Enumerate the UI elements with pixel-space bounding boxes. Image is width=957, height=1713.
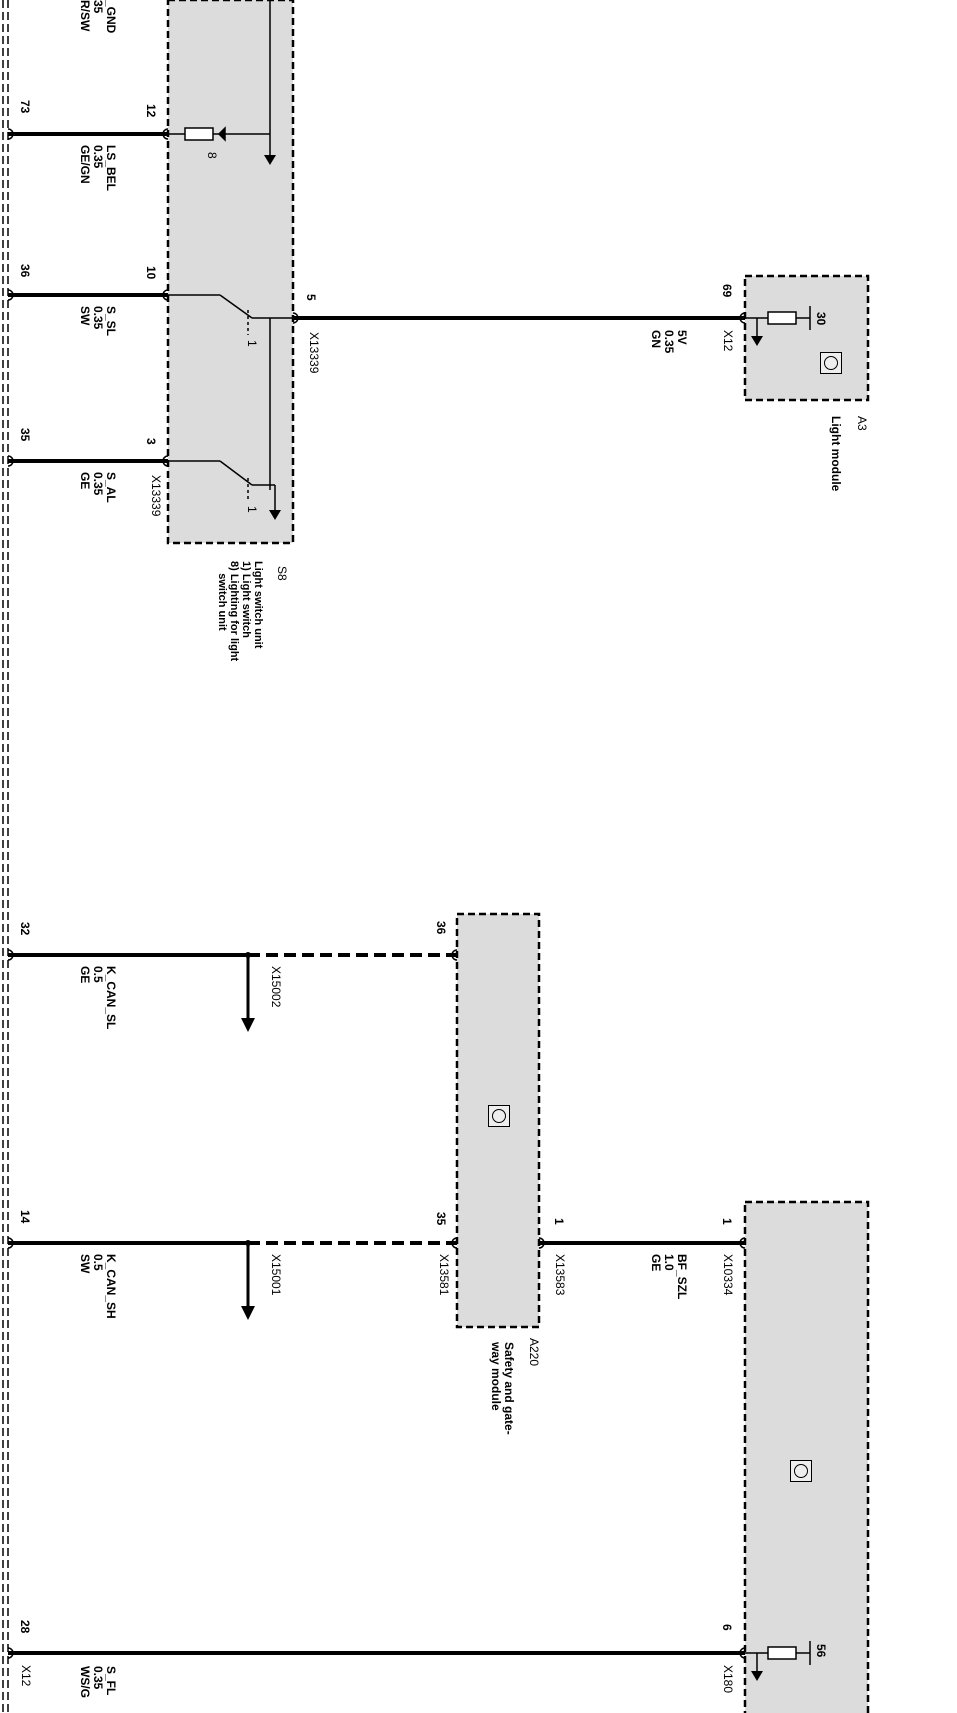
a220-ref: A220 [527,1338,541,1367]
right-terminal-56: 56 [814,1644,828,1658]
a220-pin-1: 1 [552,1218,566,1225]
s8-switch-al-label: 1 [245,506,259,513]
s8-description: Light switch unit 1) Light switch 8) Lig… [216,561,264,662]
diode-arrow [217,126,226,142]
a3-name: Light module [829,416,843,492]
s8-connector-a: X13339 [307,332,321,374]
splice-x15001-label: X15001 [269,1254,283,1296]
a220-pin-35: 35 [434,1212,448,1226]
right-module-ecu-icon [790,1460,812,1482]
a3-ecu-icon [820,352,842,374]
a220-name: Safety and gate- way module [489,1342,516,1435]
s8-connector-b: X13339 [149,475,163,517]
s8-pin-12: 12 [144,104,158,118]
a220-pin-36: 36 [434,921,448,935]
s8-ground-arrow-2 [269,510,281,520]
splice-x15002-arrow [241,1018,255,1032]
wire-label-bf-szl: BF_SZL 1.0 GE [649,1254,689,1300]
s8-pin-3: 3 [144,438,158,445]
a220-ecu-icon [488,1105,510,1127]
wire-label-k-can-sl: K_CAN_SL 0.5 GE [78,966,118,1030]
wire-label-ls-bel: LS_BEL 0.35 GE/GN [78,145,118,192]
right-module-box [743,1200,870,1713]
s8-switch-sl-label: 1 [245,340,259,347]
right-pin-6: 6 [720,1624,734,1631]
left-connector-label: X12 [19,1665,33,1687]
a3-terminal-30: 30 [814,312,828,326]
left-pin-35: 35 [18,428,32,442]
s8-box [166,0,295,545]
wire-label-s-fl: S_FL 0.35 WS/G [78,1666,118,1698]
wire-label-s-al: S_AL 0.35 GE [78,472,118,503]
pin-symbols [7,128,746,1659]
right-connector-top: X10334 [721,1254,735,1296]
a3-ground-arrow [751,336,763,346]
a3-pin-69: 69 [720,284,734,298]
wire-label-5v: 5V 0.35 GN [649,330,689,354]
s8-internals [168,0,293,510]
a220-connector-b: X13583 [553,1254,567,1296]
right-pin-1: 1 [720,1218,734,1225]
left-pin-32: 32 [18,922,32,936]
s8-lamp-label: 8 [205,152,219,159]
wire-label-gnd: _GND 35 R/SW [78,0,118,34]
lamp-resistor [184,127,214,141]
right-connector-bottom: X180 [721,1665,735,1694]
a220-connector-a: X13581 [437,1254,451,1296]
left-pin-73: 73 [18,100,32,114]
s8-ref: S8 [275,566,289,581]
s8-ground-arrow-1 [264,155,276,165]
wire-label-s-sl: S_SL 0.35 SW [78,306,118,337]
a3-internals [745,306,811,338]
wire-label-k-can-sh: K_CAN_SH 0.5 SW [78,1254,118,1319]
a3-box [743,274,870,402]
splice-dot-2 [245,1240,251,1246]
left-pin-28: 28 [18,1620,32,1634]
s8-pin-5: 5 [304,294,318,301]
s8-pin-10: 10 [144,266,158,280]
splice-dot-1 [245,952,251,958]
right-ground-arrow [751,1671,763,1681]
splice-x15001-arrow [241,1306,255,1320]
left-pin-36: 36 [18,264,32,278]
left-pin-14: 14 [18,1210,32,1224]
right-module-internals [745,1641,811,1673]
a3-ref: A3 [855,416,869,431]
a3-connector: X12 [721,330,735,352]
splice-x15002-label: X15002 [269,966,283,1008]
